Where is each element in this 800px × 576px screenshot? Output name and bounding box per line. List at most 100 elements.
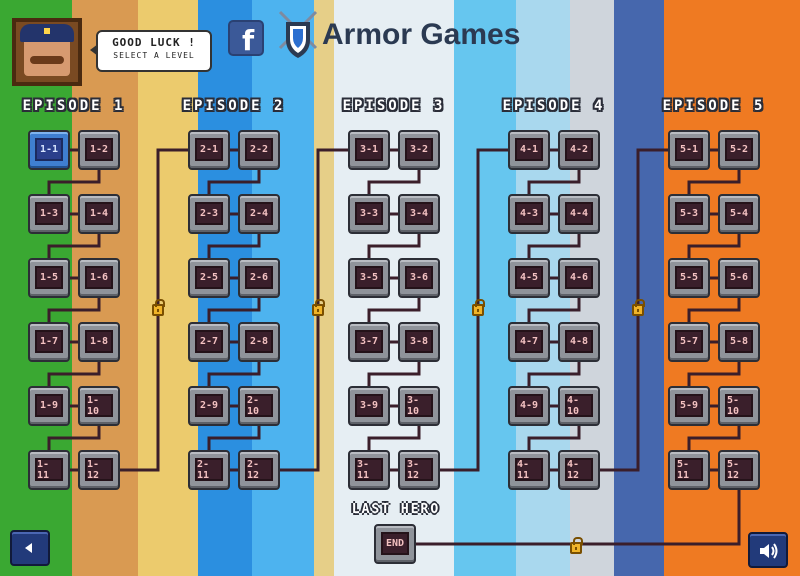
level-button-5-9[interactable]: 5-9: [668, 386, 710, 426]
path-wire: [207, 298, 261, 322]
level-screen: 5-10: [725, 394, 753, 417]
level-button-5-1[interactable]: 5-1: [668, 130, 710, 170]
level-button-4-5[interactable]: 4-5: [508, 258, 550, 298]
episode-title: EPISODE 1: [22, 98, 126, 114]
level-button-3-2[interactable]: 3-2: [398, 130, 440, 170]
path-wire: [47, 298, 101, 322]
level-label: 1-1: [39, 144, 59, 155]
level-screen: 3-10: [405, 394, 433, 417]
level-label: 1-10: [87, 394, 100, 417]
level-screen: 2-2: [245, 138, 273, 161]
level-button-5-6[interactable]: 5-6: [718, 258, 760, 298]
level-button-5-12[interactable]: 5-12: [718, 450, 760, 490]
level-button-4-8[interactable]: 4-8: [558, 322, 600, 362]
level-button-1-4[interactable]: 1-4: [78, 194, 120, 234]
level-button-3-12[interactable]: 3-12: [398, 450, 440, 490]
level-screen: 5-5: [675, 266, 703, 289]
bubble-title: GOOD LUCK !: [112, 36, 196, 49]
level-button-2-10[interactable]: 2-10: [238, 386, 280, 426]
level-button-5-4[interactable]: 5-4: [718, 194, 760, 234]
level-screen: 5-11: [675, 458, 703, 481]
level-button-2-11[interactable]: 2-11: [188, 450, 230, 490]
padlock-icon: [152, 299, 165, 316]
level-screen: 5-8: [725, 330, 753, 353]
level-button-3-1[interactable]: 3-1: [348, 130, 390, 170]
level-button-2-8[interactable]: 2-8: [238, 322, 280, 362]
level-label: 1-11: [37, 458, 50, 481]
level-button-1-8[interactable]: 1-8: [78, 322, 120, 362]
level-button-3-10[interactable]: 3-10: [398, 386, 440, 426]
level-button-1-5[interactable]: 1-5: [28, 258, 70, 298]
level-label: 3-12: [407, 458, 420, 481]
level-button-1-7[interactable]: 1-7: [28, 322, 70, 362]
level-button-5-7[interactable]: 5-7: [668, 322, 710, 362]
level-button-1-2[interactable]: 1-2: [78, 130, 120, 170]
level-button-5-11[interactable]: 5-11: [668, 450, 710, 490]
episode-title: EPISODE 2: [182, 98, 286, 114]
level-screen: 5-2: [725, 138, 753, 161]
level-button-3-3[interactable]: 3-3: [348, 194, 390, 234]
level-screen: 3-7: [355, 330, 383, 353]
level-button-2-9[interactable]: 2-9: [188, 386, 230, 426]
level-button-1-12[interactable]: 1-12: [78, 450, 120, 490]
level-button-3-4[interactable]: 3-4: [398, 194, 440, 234]
level-button-3-9[interactable]: 3-9: [348, 386, 390, 426]
path-wire: [47, 234, 101, 258]
level-label: 3-2: [409, 144, 429, 155]
level-label: 5-9: [679, 400, 699, 411]
level-button-4-1[interactable]: 4-1: [508, 130, 550, 170]
level-button-3-7[interactable]: 3-7: [348, 322, 390, 362]
level-button-2-1[interactable]: 2-1: [188, 130, 230, 170]
level-button-4-7[interactable]: 4-7: [508, 322, 550, 362]
level-button-1-9[interactable]: 1-9: [28, 386, 70, 426]
level-button-3-5[interactable]: 3-5: [348, 258, 390, 298]
level-button-4-6[interactable]: 4-6: [558, 258, 600, 298]
back-arrow-icon: [25, 543, 32, 553]
level-button-4-12[interactable]: 4-12: [558, 450, 600, 490]
facebook-button[interactable]: f: [228, 20, 264, 57]
level-screen: 2-8: [245, 330, 273, 353]
level-label: 2-1: [199, 144, 219, 155]
level-button-4-10[interactable]: 4-10: [558, 386, 600, 426]
level-button-1-3[interactable]: 1-3: [28, 194, 70, 234]
level-button-2-3[interactable]: 2-3: [188, 194, 230, 234]
level-screen: 1-5: [35, 266, 63, 289]
level-screen: 4-9: [515, 394, 543, 417]
level-label: 5-10: [727, 394, 740, 417]
level-button-1-6[interactable]: 1-6: [78, 258, 120, 298]
back-button[interactable]: [10, 530, 50, 566]
path-wire: [687, 362, 741, 386]
level-button-3-8[interactable]: 3-8: [398, 322, 440, 362]
level-button-2-12[interactable]: 2-12: [238, 450, 280, 490]
level-button-2-6[interactable]: 2-6: [238, 258, 280, 298]
level-button-1-10[interactable]: 1-10: [78, 386, 120, 426]
path-wire: [47, 170, 101, 194]
level-button-5-3[interactable]: 5-3: [668, 194, 710, 234]
level-screen: 1-7: [35, 330, 63, 353]
level-button-3-6[interactable]: 3-6: [398, 258, 440, 298]
level-screen: 3-6: [405, 266, 433, 289]
level-button-2-4[interactable]: 2-4: [238, 194, 280, 234]
level-screen: 5-7: [675, 330, 703, 353]
level-button-4-4[interactable]: 4-4: [558, 194, 600, 234]
level-button-4-9[interactable]: 4-9: [508, 386, 550, 426]
level-button-2-5[interactable]: 2-5: [188, 258, 230, 298]
level-button-5-5[interactable]: 5-5: [668, 258, 710, 298]
level-button-1-1[interactable]: 1-1: [28, 130, 70, 170]
end-level-button[interactable]: END: [374, 524, 416, 564]
level-label: 1-6: [89, 272, 109, 283]
level-button-2-7[interactable]: 2-7: [188, 322, 230, 362]
level-button-2-2[interactable]: 2-2: [238, 130, 280, 170]
level-button-4-3[interactable]: 4-3: [508, 194, 550, 234]
level-button-3-11[interactable]: 3-11: [348, 450, 390, 490]
level-button-1-11[interactable]: 1-11: [28, 450, 70, 490]
level-button-4-2[interactable]: 4-2: [558, 130, 600, 170]
sound-toggle-button[interactable]: [748, 532, 788, 568]
path-wire: [527, 298, 581, 322]
level-button-5-10[interactable]: 5-10: [718, 386, 760, 426]
level-label: 5-6: [729, 272, 749, 283]
level-button-5-8[interactable]: 5-8: [718, 322, 760, 362]
path-wire: [687, 298, 741, 322]
level-button-5-2[interactable]: 5-2: [718, 130, 760, 170]
level-button-4-11[interactable]: 4-11: [508, 450, 550, 490]
